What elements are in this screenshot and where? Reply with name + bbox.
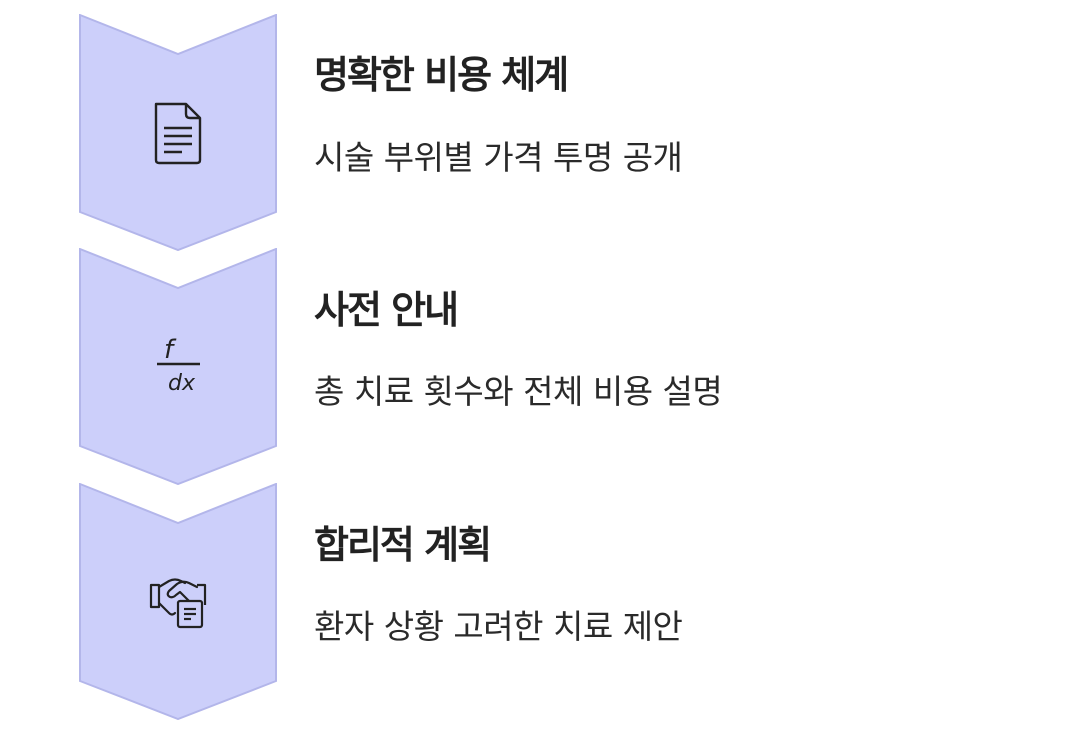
step-2-title: 사전 안내	[314, 288, 459, 332]
function-fraction-icon: f dx	[79, 336, 277, 396]
step-1-title: 명확한 비용 체계	[314, 53, 569, 97]
step-3-chevron	[79, 483, 277, 720]
fraction-denominator: dx	[168, 371, 196, 396]
document-icon	[79, 102, 277, 166]
step-1-description: 시술 부위별 가격 투명 공개	[314, 138, 683, 177]
step-1-chevron	[79, 14, 277, 251]
fraction-numerator: f	[164, 336, 177, 365]
chevron-shape	[79, 14, 277, 251]
step-3-title: 합리적 계획	[314, 523, 492, 567]
step-2-description: 총 치료 횟수와 전체 비용 설명	[314, 372, 723, 411]
chevron-shape	[79, 248, 277, 485]
step-3-description: 환자 상황 고려한 치료 제안	[314, 607, 683, 646]
handshake-document-icon	[79, 571, 277, 631]
step-2-chevron: f dx	[79, 248, 277, 485]
